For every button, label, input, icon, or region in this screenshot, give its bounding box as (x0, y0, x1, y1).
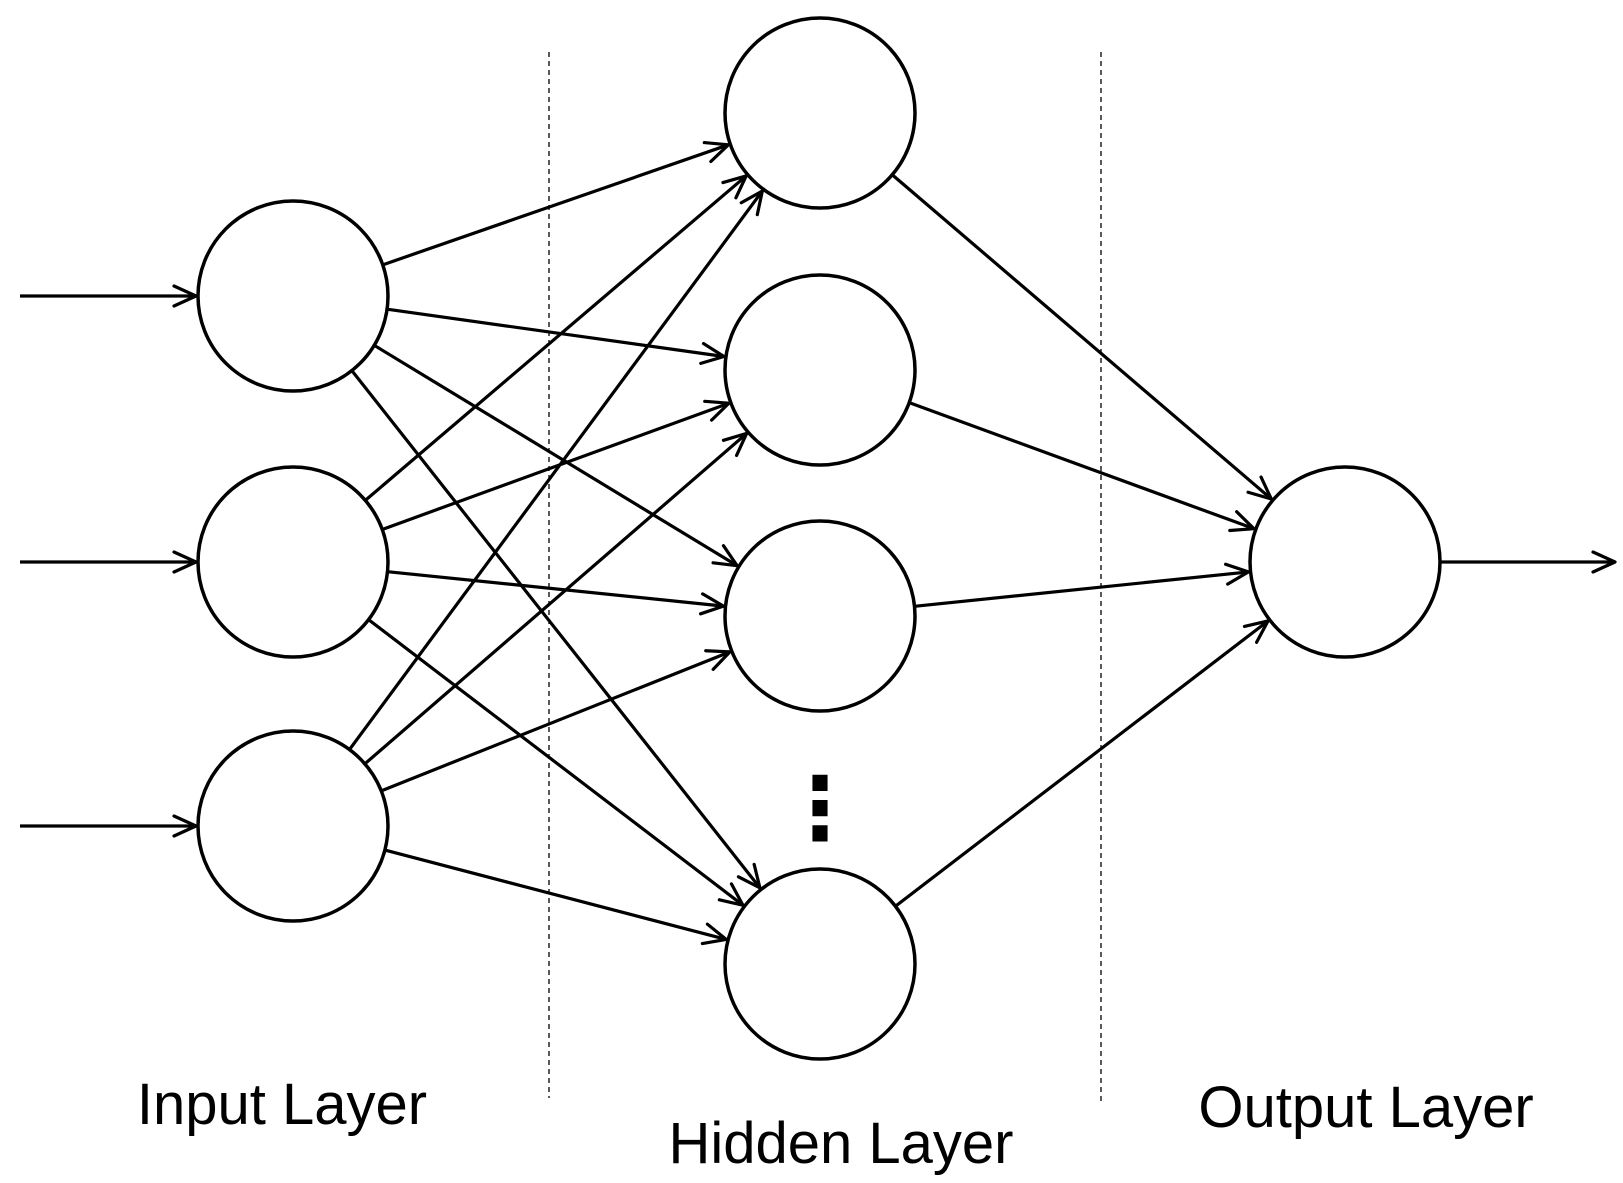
input-neuron-3 (196, 729, 390, 923)
hidden-ellipsis: ⋮ (777, 759, 863, 859)
edge-input-2-hidden-4 (367, 618, 745, 907)
edge-input-1-hidden-2 (386, 307, 726, 365)
input-neuron-2 (196, 465, 390, 659)
connections (20, 140, 1617, 946)
hidden-neuron-2 (723, 273, 917, 467)
output-layer-label: Output Layer (1198, 1075, 1533, 1140)
layer-labels: Input Layer Hidden Layer Output Layer (137, 1072, 1534, 1176)
hidden-neuron-1 (723, 16, 917, 210)
edge-input-1-hidden-1 (382, 140, 730, 267)
input-neuron-1 (196, 199, 390, 393)
neurons (196, 16, 1442, 1061)
edge-input-1-hidden-3 (373, 343, 739, 568)
input-layer-label: Input Layer (137, 1072, 427, 1137)
hidden-layer-label: Hidden Layer (669, 1111, 1014, 1176)
edge-input-2-hidden-1 (364, 174, 748, 502)
output-neuron-1 (1248, 465, 1442, 659)
hidden-neuron-3 (723, 519, 917, 713)
edge-hidden-3-output-1 (914, 562, 1251, 608)
edge-hidden-2-output-1 (908, 401, 1256, 533)
edge-input-3-hidden-1 (348, 189, 764, 751)
edge-input-1-hidden-4 (350, 369, 762, 890)
edge-hidden-4-output-1 (894, 619, 1270, 908)
layer-dividers (548, 52, 1102, 1104)
edge-input-3-hidden-3 (380, 649, 732, 793)
edge-hidden-1-output-1 (891, 173, 1273, 501)
edge-input-3-hidden-2 (363, 431, 749, 766)
hidden-neuron-4 (723, 867, 917, 1061)
edge-input-2-hidden-2 (381, 399, 731, 531)
edge-input-2-hidden-3 (387, 570, 726, 616)
edge-input-3-hidden-4 (384, 848, 728, 946)
